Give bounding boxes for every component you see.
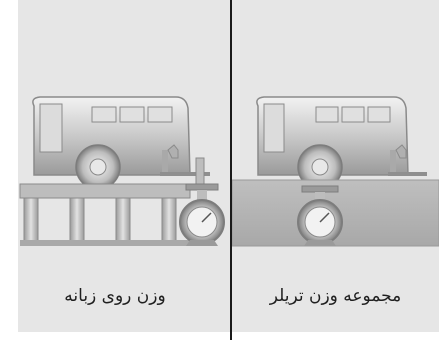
- panel-gross-trailer-weight: مجموعه وزن تریلر: [232, 0, 439, 340]
- panel-tongue-weight: وزن روی زبانه: [0, 0, 230, 340]
- caption-tongue-weight: وزن روی زبانه: [0, 286, 230, 306]
- trailer-icon: [33, 97, 210, 186]
- caption-gross-trailer-weight: مجموعه وزن تریلر: [232, 286, 439, 306]
